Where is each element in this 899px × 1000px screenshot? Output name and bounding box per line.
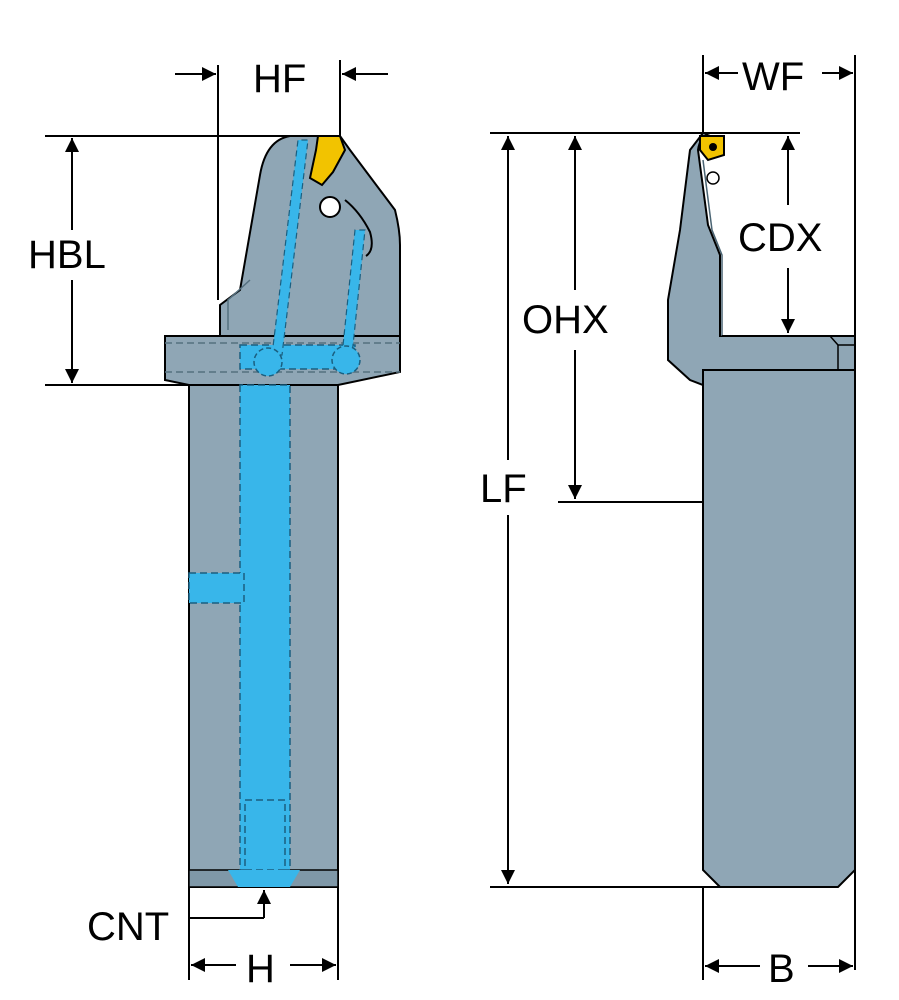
- label-hbl: HBL: [28, 233, 106, 277]
- side-head-inner: [702, 159, 723, 336]
- front-head-edge: [227, 279, 251, 330]
- label-wf: WF: [742, 55, 804, 99]
- front-coolant-channels: [165, 139, 400, 887]
- label-cdx: CDX: [738, 216, 822, 260]
- front-view: [164, 135, 401, 888]
- side-body: [702, 369, 856, 888]
- front-head: [219, 135, 401, 337]
- side-view: [667, 132, 856, 888]
- clamp-spring: [344, 199, 373, 257]
- label-b: B: [768, 947, 795, 991]
- dimension-labels: HF HBL CNT H WF CDX OHX LF B: [28, 55, 822, 991]
- label-h: H: [246, 947, 275, 991]
- front-insert: [308, 135, 347, 187]
- label-cnt: CNT: [87, 905, 169, 949]
- label-ohx: OHX: [522, 298, 609, 342]
- label-hf: HF: [253, 57, 306, 101]
- clamp-screw-hole: [319, 196, 341, 218]
- dimension-lines: [45, 55, 856, 980]
- label-lf: LF: [480, 467, 527, 511]
